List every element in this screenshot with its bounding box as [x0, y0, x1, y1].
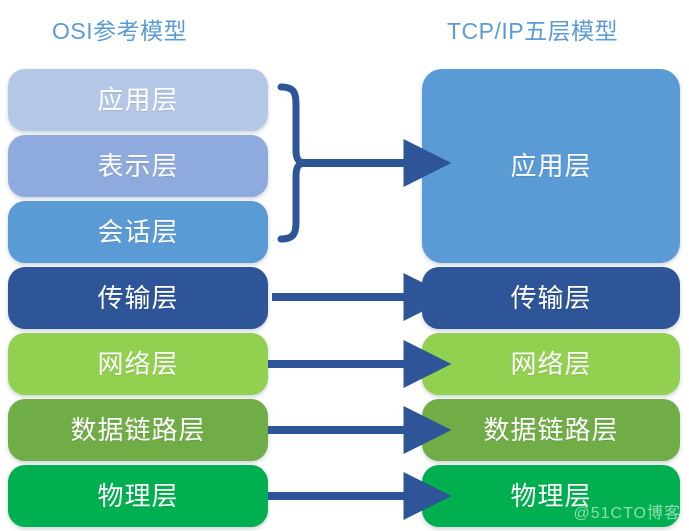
- tcpip-layer-transport[interactable]: 传输层: [422, 267, 680, 329]
- tcpip-layer-network-label: 网络层: [510, 349, 592, 379]
- osi-layer-presentation[interactable]: 表示层: [8, 135, 268, 197]
- tcpip-layer-physical-label: 物理层: [510, 481, 592, 511]
- osi-layer-session-label: 会话层: [97, 217, 179, 247]
- tcpip-layer-physical[interactable]: 物理层: [422, 465, 680, 527]
- osi-layer-session[interactable]: 会话层: [8, 201, 268, 263]
- osi-layer-presentation-label: 表示层: [97, 151, 179, 181]
- osi-layer-network-label: 网络层: [97, 349, 179, 379]
- osi-layer-datalink-label: 数据链路层: [70, 415, 206, 445]
- osi-layer-transport-label: 传输层: [97, 283, 179, 313]
- tcpip-column-title: TCP/IP五层模型: [447, 18, 619, 44]
- osi-layer-application-label: 应用层: [97, 85, 179, 115]
- osi-column-title: OSI参考模型: [52, 18, 188, 44]
- osi-layer-datalink[interactable]: 数据链路层: [8, 399, 268, 461]
- tcpip-layer-network[interactable]: 网络层: [422, 333, 680, 395]
- osi-layer-physical-label: 物理层: [97, 481, 179, 511]
- merge-bracket-icon: [277, 83, 307, 243]
- osi-layer-transport[interactable]: 传输层: [8, 267, 268, 329]
- tcpip-layer-application[interactable]: 应用层: [422, 69, 680, 263]
- tcpip-layer-datalink-label: 数据链路层: [483, 415, 619, 445]
- osi-layer-physical[interactable]: 物理层: [8, 465, 268, 527]
- osi-layer-network[interactable]: 网络层: [8, 333, 268, 395]
- osi-layer-application[interactable]: 应用层: [8, 69, 268, 131]
- watermark: @51CTO博客: [573, 505, 681, 522]
- tcpip-layer-transport-label: 传输层: [510, 283, 592, 313]
- tcpip-layer-datalink[interactable]: 数据链路层: [422, 399, 680, 461]
- tcpip-layer-application-label: 应用层: [510, 151, 592, 181]
